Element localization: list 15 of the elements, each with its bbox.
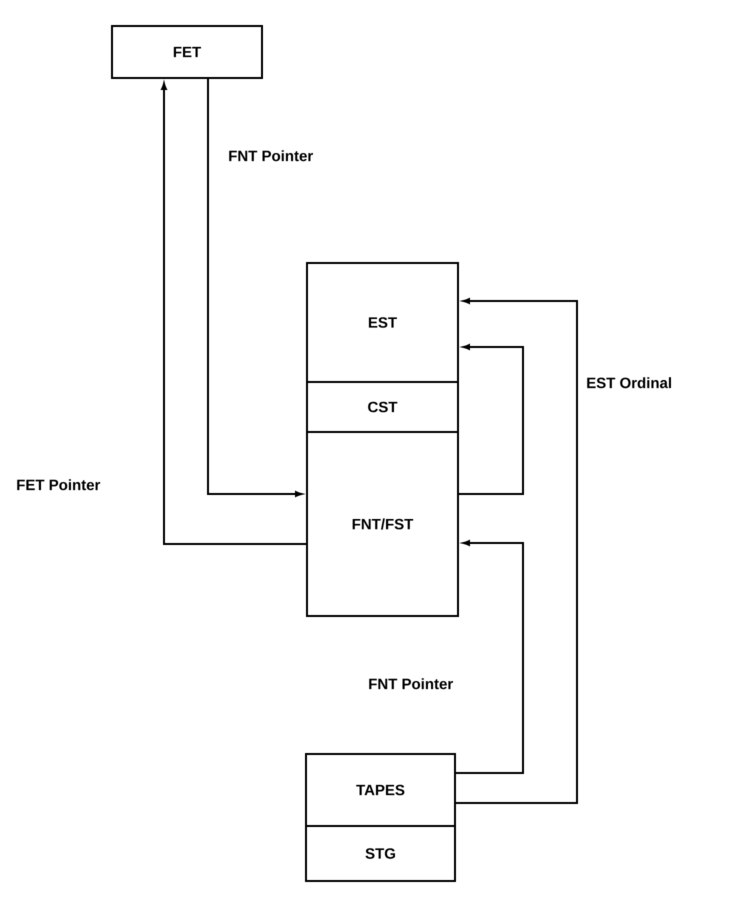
table-box: STG xyxy=(305,825,456,882)
edge-label: FNT Pointer xyxy=(367,677,454,690)
edge-label: FET Pointer xyxy=(15,478,102,492)
arrow xyxy=(161,82,306,545)
table-box: EST xyxy=(306,262,459,383)
arrow xyxy=(456,298,578,804)
table-box: TAPES xyxy=(305,753,456,827)
edge-label: EST Ordinal xyxy=(585,376,674,390)
arrow xyxy=(207,79,302,497)
table-box: CST xyxy=(306,381,459,433)
table-box: FNT/FST xyxy=(306,431,459,617)
arrow xyxy=(459,344,524,495)
table-box: FET xyxy=(111,25,263,79)
arrow xyxy=(456,540,524,774)
edge-label: FNT Pointer xyxy=(227,149,314,162)
